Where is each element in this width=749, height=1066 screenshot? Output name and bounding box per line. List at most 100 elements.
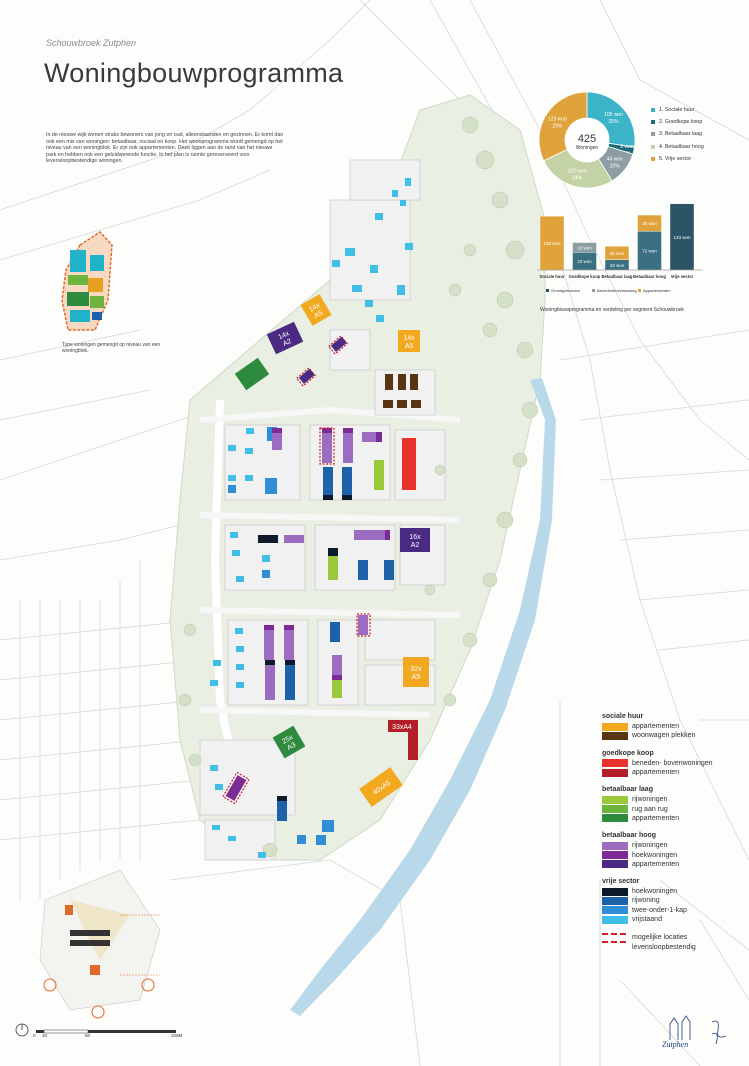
- bar-label: 19 won: [610, 263, 625, 268]
- apartment-block-shape: [272, 725, 306, 759]
- apartment-block-shape: [266, 321, 304, 355]
- legend-swatch: [602, 915, 628, 924]
- legend-item: appartementen: [602, 814, 742, 823]
- bh-hoek-blocks: [264, 428, 390, 680]
- legend-group-heading: goedkope koop: [602, 749, 654, 757]
- apartment-block: 40xA5: [359, 767, 403, 807]
- scale-tick-100: 100M: [171, 1033, 183, 1038]
- bar-category-label: Betaalbaar laag: [602, 274, 633, 279]
- apartment-count: 16x: [409, 534, 421, 541]
- bar-segment: [604, 246, 630, 260]
- legend-item: appartementen: [602, 768, 742, 777]
- legend-label: rijwoning: [632, 897, 660, 905]
- scale-tick-50: 50: [85, 1033, 91, 1038]
- bar-category-label: Goedkope koop: [569, 274, 601, 279]
- apartment-block-shape: [400, 528, 430, 552]
- pie-legend-swatch: [651, 144, 655, 149]
- apartment-type: A2: [411, 542, 420, 549]
- legend-item: hoekwoningen: [602, 850, 742, 860]
- legend-label: appartementen: [632, 860, 680, 868]
- legend-swatch: [602, 860, 628, 869]
- pie-legend-swatch: [651, 132, 655, 137]
- legend-label: hoekwoningen: [632, 851, 678, 859]
- legend-item: rijwoningen: [602, 841, 742, 850]
- legend-label: rijwoningen: [632, 842, 668, 850]
- legend-label: rug aan rug: [632, 805, 668, 813]
- chart-caption: Woningbouwprogramma en verdeling per seg…: [540, 307, 684, 313]
- apartment-type: A3: [286, 742, 297, 752]
- zutphen-logo: [669, 1015, 727, 1045]
- bar-label: 30 won: [642, 221, 657, 226]
- legend-group-heading: betaalbaar hoog: [602, 832, 657, 840]
- bar-legend-label: Appartementen: [643, 288, 670, 293]
- bar-segment: [637, 214, 662, 232]
- legend-group: goedkope koop beneden- bovenwoningen appar…: [602, 750, 742, 778]
- pie-legend-item: 5. Vrije sector: [651, 153, 704, 165]
- bar-label: 123 won: [673, 235, 691, 240]
- bar-label: 25 won: [610, 251, 625, 256]
- pie-slice-value: 123 won: [548, 116, 567, 122]
- trees: [178, 116, 539, 858]
- apartment-type: A5: [412, 674, 421, 681]
- apartment-type: A2: [282, 338, 293, 348]
- pie-center: [565, 118, 609, 162]
- pie-total-label: Woningen: [576, 145, 599, 151]
- legend-swatch: [602, 795, 628, 804]
- bar-label: 72 won: [642, 249, 657, 254]
- apartment-block-shape: [359, 767, 403, 807]
- legend-item: rug aan rug: [602, 804, 742, 814]
- legend-group-heading: sociale huur: [602, 713, 644, 720]
- legend-label: beneden- bovenwoningen: [632, 759, 713, 767]
- legend-swatch: [602, 896, 628, 905]
- legend-label: mogelijke locaties: [632, 934, 688, 942]
- legend-swatch: [602, 906, 628, 915]
- scale-tick-0: 0: [33, 1033, 36, 1038]
- legend-swatch: [602, 731, 628, 740]
- scale-bar: [15, 1023, 176, 1037]
- page-subtitle: Schouwbroek Zutphen: [46, 38, 137, 48]
- bar-category-label: Sociale huur: [539, 274, 565, 279]
- legend-swatch: [602, 814, 628, 823]
- bar-legend-swatch: [592, 289, 595, 292]
- legend-label: appartementen: [632, 769, 680, 777]
- bar-category-label: Vrije sector: [671, 274, 694, 279]
- pie-legend-item: 1. Sociale huur: [651, 104, 704, 116]
- legend-swatch: [602, 887, 628, 896]
- legend-swatch: [602, 805, 628, 814]
- pie-slice-value: 44 won: [607, 156, 623, 162]
- legend-item: rijwoningen: [602, 795, 742, 804]
- legend-swatch: [602, 768, 628, 777]
- logo-text: Zutphen: [662, 1040, 689, 1049]
- rijwoning-blocks: [277, 467, 394, 821]
- legend-label: appartementen: [632, 814, 680, 822]
- bar-label: 18 won: [577, 245, 592, 250]
- legend-item: woonwagen plekken: [602, 731, 742, 740]
- legend-item: appartementen: [602, 860, 742, 869]
- bar-legend-label: Grondgebonden: [551, 288, 580, 293]
- pie-legend-label: 3. Betaalbaar laag: [659, 131, 702, 138]
- pie-slice-value: 102 won: [568, 169, 587, 175]
- apartment-block: 33xA4: [392, 724, 412, 731]
- woonwagen-blocks: [383, 374, 421, 408]
- pie-slice-value: 9 won: [620, 144, 634, 150]
- legend-group-heading: betaalbaar laag: [602, 786, 653, 794]
- legend-item: rijwoning: [602, 896, 742, 905]
- legend-item: hoekwoningen: [602, 887, 742, 896]
- legend-swatch: [602, 841, 628, 850]
- pie-slice-pct: 29%: [552, 123, 563, 129]
- pie-legend-swatch: [651, 120, 655, 125]
- legend-label: rijwoningen: [632, 796, 668, 804]
- bar-segment: [669, 203, 695, 271]
- scale-tick-10: 10: [42, 1033, 48, 1038]
- legend-item: appartementen: [602, 722, 742, 731]
- bar-legend-swatch: [638, 289, 641, 292]
